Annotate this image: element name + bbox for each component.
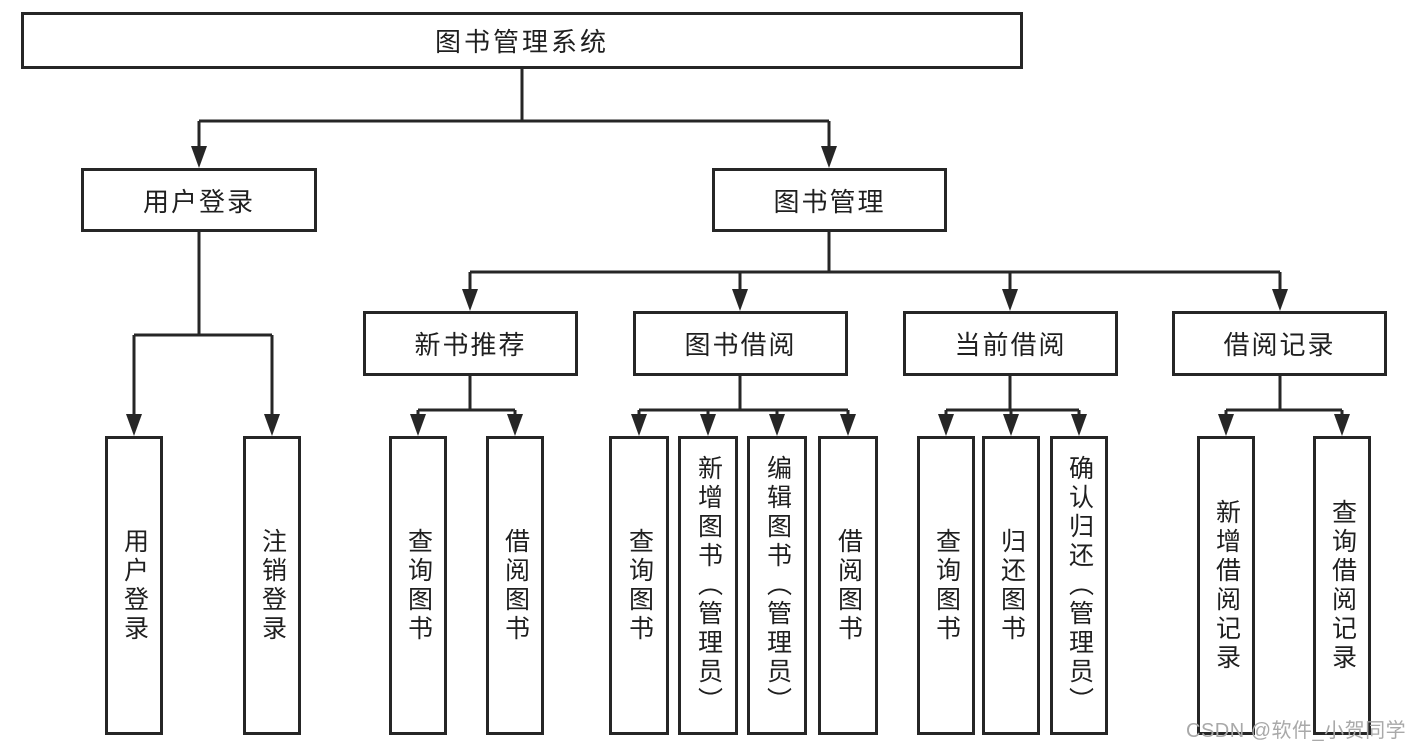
- node-label: 新增图书（管理员）: [694, 455, 723, 716]
- node-label: 用户登录: [120, 527, 149, 644]
- node-label: 图书借阅: [684, 330, 797, 360]
- node-label: 编辑图书（管理员）: [763, 455, 792, 716]
- leaf-logout: 注销登录: [243, 436, 301, 735]
- node-label: 查询图书: [625, 527, 654, 644]
- node-book-borrowing: 图书借阅: [633, 311, 848, 376]
- leaf-edit-book-admin: 编辑图书（管理员）: [747, 436, 807, 735]
- leaf-user-login: 用户登录: [105, 436, 163, 735]
- leaf-query-book-borrowing: 查询图书: [609, 436, 669, 735]
- node-label: 图书管理系统: [434, 27, 609, 57]
- leaf-confirm-return-admin: 确认归还（管理员）: [1050, 436, 1108, 735]
- node-label: 查询图书: [404, 527, 433, 644]
- node-label: 新增借阅记录: [1212, 498, 1241, 673]
- node-borrowing-records: 借阅记录: [1172, 311, 1387, 376]
- node-label: 归还图书: [997, 527, 1026, 644]
- watermark: CSDN @软件_小贺同学: [1186, 720, 1405, 742]
- leaf-borrow-book: 借阅图书: [818, 436, 878, 735]
- node-label: 借阅图书: [501, 527, 530, 644]
- node-book-management: 图书管理: [712, 168, 947, 232]
- node-label: 当前借阅: [954, 330, 1067, 360]
- leaf-add-borrow-record: 新增借阅记录: [1197, 436, 1255, 735]
- node-label: 确认归还（管理员）: [1065, 455, 1094, 716]
- node-label: 借阅图书: [834, 527, 863, 644]
- node-label: 查询借阅记录: [1328, 498, 1357, 673]
- node-label: 借阅记录: [1223, 330, 1336, 360]
- node-label: 新书推荐: [414, 330, 527, 360]
- leaf-return-book: 归还图书: [982, 436, 1040, 735]
- node-library-management-system: 图书管理系统: [21, 12, 1023, 69]
- leaf-query-book-current: 查询图书: [917, 436, 975, 735]
- leaf-borrow-book-recommend: 借阅图书: [486, 436, 544, 735]
- node-label: 图书管理: [773, 186, 886, 217]
- node-label: 查询图书: [932, 527, 961, 644]
- leaf-query-borrow-record: 查询借阅记录: [1313, 436, 1371, 735]
- node-new-book-recommend: 新书推荐: [363, 311, 578, 376]
- node-label: 注销登录: [258, 527, 287, 644]
- node-label: 用户登录: [142, 186, 255, 217]
- leaf-query-book-recommend: 查询图书: [389, 436, 447, 735]
- leaf-add-book-admin: 新增图书（管理员）: [678, 436, 738, 735]
- node-user-login: 用户登录: [81, 168, 317, 232]
- node-current-borrowing: 当前借阅: [903, 311, 1118, 376]
